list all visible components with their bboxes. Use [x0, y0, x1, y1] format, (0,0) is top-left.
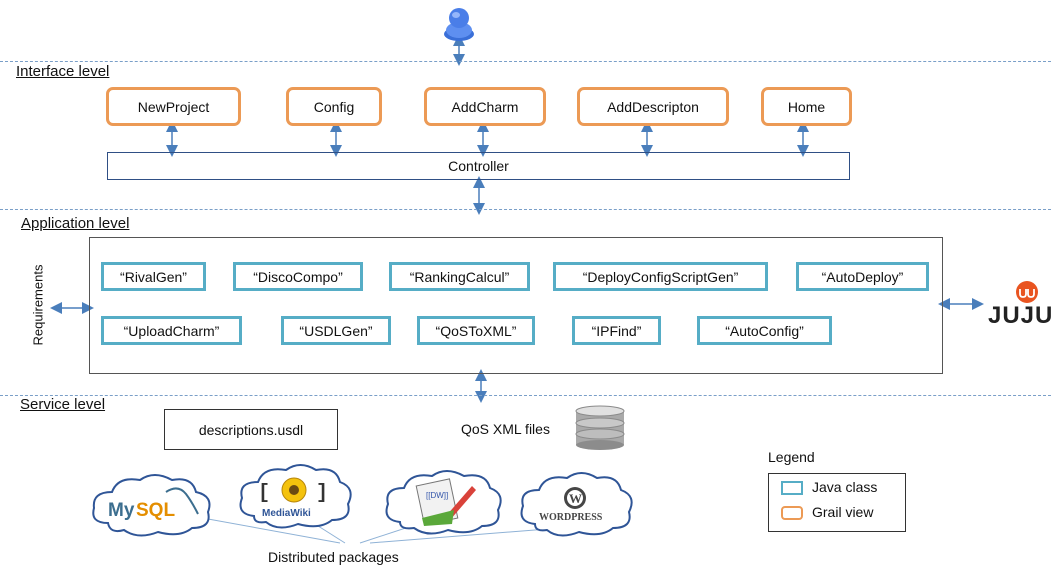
- juju-logo-text: JUJU: [988, 302, 1051, 329]
- svg-text:W: W: [569, 491, 582, 506]
- interface-level-title: Interface level: [16, 63, 110, 80]
- mysql-cloud: My SQL: [92, 474, 211, 537]
- service-separator: [0, 395, 1051, 396]
- juju-logo-icon: [1016, 281, 1038, 303]
- svg-text:[[DW]]: [[DW]]: [426, 491, 448, 500]
- java-class-rivalgen: “RivalGen”: [101, 262, 206, 291]
- wordpress-cloud: W WORDPRESS: [520, 472, 633, 537]
- legend-box: Java class Grail view: [768, 473, 906, 532]
- grail-view-addcharm: AddCharm: [424, 87, 546, 126]
- user-icon: [444, 8, 474, 41]
- mediawiki-cloud: [ ] MediaWiki: [239, 464, 352, 529]
- java-class-discocompo: “DiscoCompo”: [233, 262, 363, 291]
- application-level-title: Application level: [21, 215, 130, 232]
- java-class-deployconfigscriptgen: “DeployConfigScriptGen”: [553, 262, 768, 291]
- svg-text:MediaWiki: MediaWiki: [262, 508, 311, 519]
- java-class-usdlgen: “USDLGen”: [281, 316, 391, 345]
- java-class-rankingcalcul: “RankingCalcul”: [389, 262, 530, 291]
- dokuwiki-cloud: [[DW]]: [385, 470, 502, 535]
- java-class-ipfind: “IPFind”: [572, 316, 661, 345]
- grail-view-home: Home: [761, 87, 852, 126]
- java-class-autoconfig: “AutoConfig”: [697, 316, 832, 345]
- svg-text:]: ]: [316, 482, 328, 505]
- legend-grail-label: Grail view: [812, 504, 874, 520]
- legend-java-swatch: [781, 481, 803, 495]
- interface-separator: [0, 61, 1051, 62]
- database-icon: [575, 405, 625, 450]
- descriptions-usdl-file: descriptions.usdl: [164, 409, 338, 450]
- svg-text:SQL: SQL: [136, 500, 175, 521]
- distributed-packages-label: Distributed packages: [268, 549, 399, 565]
- java-class-uploadcharm: “UploadCharm”: [101, 316, 242, 345]
- grail-view-newproject: NewProject: [106, 87, 241, 126]
- application-box: [89, 237, 943, 374]
- qos-xml-files-label: QoS XML files: [461, 421, 550, 437]
- service-level-title: Service level: [20, 396, 106, 413]
- legend-java-label: Java class: [812, 479, 878, 495]
- java-class-qostoxml: “QoSToXML”: [417, 316, 535, 345]
- svg-text:[: [: [258, 482, 270, 505]
- grail-view-adddescripton: AddDescripton: [577, 87, 729, 126]
- grail-view-config: Config: [286, 87, 382, 126]
- controller-box: Controller: [107, 152, 850, 180]
- requirements-label: Requirements: [30, 264, 46, 346]
- java-class-autodeploy: “AutoDeploy”: [796, 262, 929, 291]
- legend-grail-swatch: [781, 506, 803, 520]
- application-separator: [0, 209, 1051, 210]
- svg-text:My: My: [108, 500, 135, 521]
- legend-title: Legend: [768, 449, 815, 465]
- svg-text:WORDPRESS: WORDPRESS: [539, 512, 603, 523]
